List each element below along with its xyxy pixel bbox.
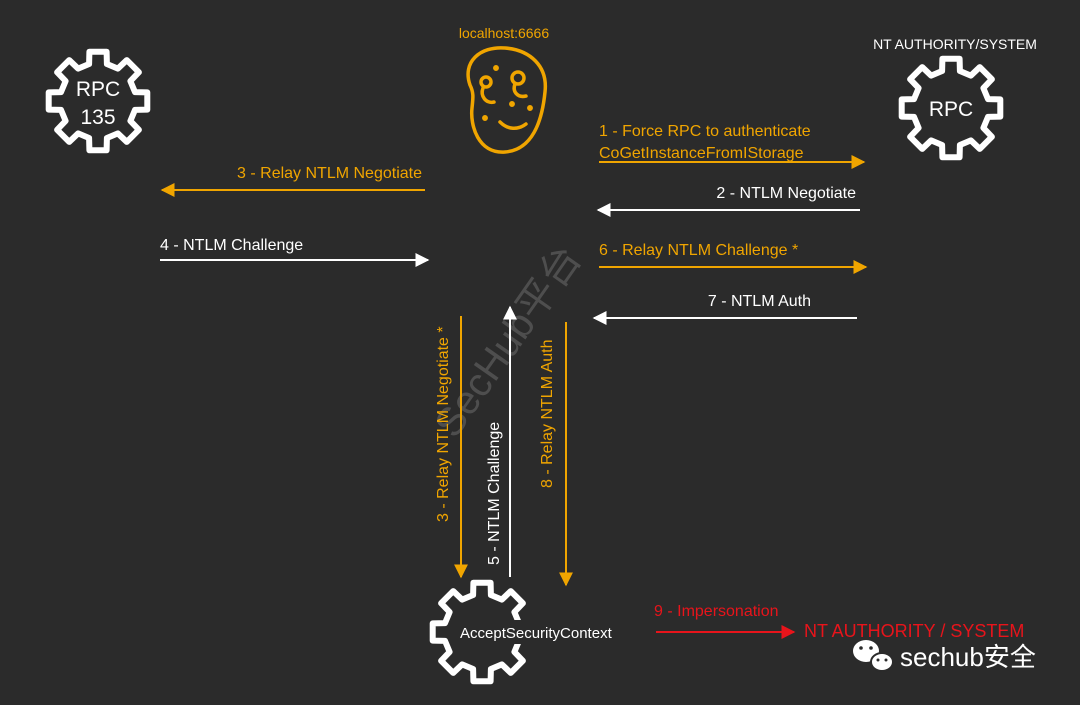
step-1-label-line1: 1 - Force RPC to authenticate: [599, 123, 811, 140]
potato-label: localhost:6666: [459, 25, 550, 41]
sechub-logo-text: sechub安全: [900, 642, 1036, 672]
rpc-135-node: RPC 135: [45, 48, 151, 154]
potato-icon: [466, 46, 547, 154]
rpc-system-label: RPC: [929, 98, 973, 121]
gear-icon: [898, 55, 1004, 161]
accept-security-context-node: AcceptSecurityContext: [429, 579, 647, 685]
sechub-logo: sechub安全: [853, 640, 1036, 672]
step-8-vertical-label: 8 - Relay NTLM Auth: [539, 340, 556, 489]
accept-label: AcceptSecurityContext: [460, 625, 613, 642]
step-1-label-line2: CoGetInstanceFromIStorage: [599, 145, 804, 162]
rpc-135-label-line1: RPC: [76, 78, 120, 101]
step-3-vertical-label: 3 - Relay NTLM Negotiate *: [435, 326, 452, 522]
gear-icon: [45, 48, 151, 154]
step-9-label: 9 - Impersonation: [654, 603, 779, 620]
step-3-left-label: 3 - Relay NTLM Negotiate: [237, 165, 422, 182]
rpc-system-title: NT AUTHORITY/SYSTEM: [873, 36, 1037, 52]
step-4-label: 4 - NTLM Challenge: [160, 237, 303, 254]
step-2-label: 2 - NTLM Negotiate: [716, 185, 856, 202]
rpc-135-label-line2: 135: [80, 106, 115, 129]
wechat-icon: [853, 640, 894, 672]
gear-icon: [429, 579, 535, 685]
step-6-label: 6 - Relay NTLM Challenge *: [599, 242, 798, 259]
result-label: NT AUTHORITY / SYSTEM: [804, 621, 1024, 641]
step-7-label: 7 - NTLM Auth: [708, 293, 811, 310]
step-5-vertical-label: 5 - NTLM Challenge: [486, 422, 503, 565]
rpc-system-node: NT AUTHORITY/SYSTEM RPC: [873, 36, 1037, 161]
potato-node: localhost:6666: [459, 25, 550, 154]
